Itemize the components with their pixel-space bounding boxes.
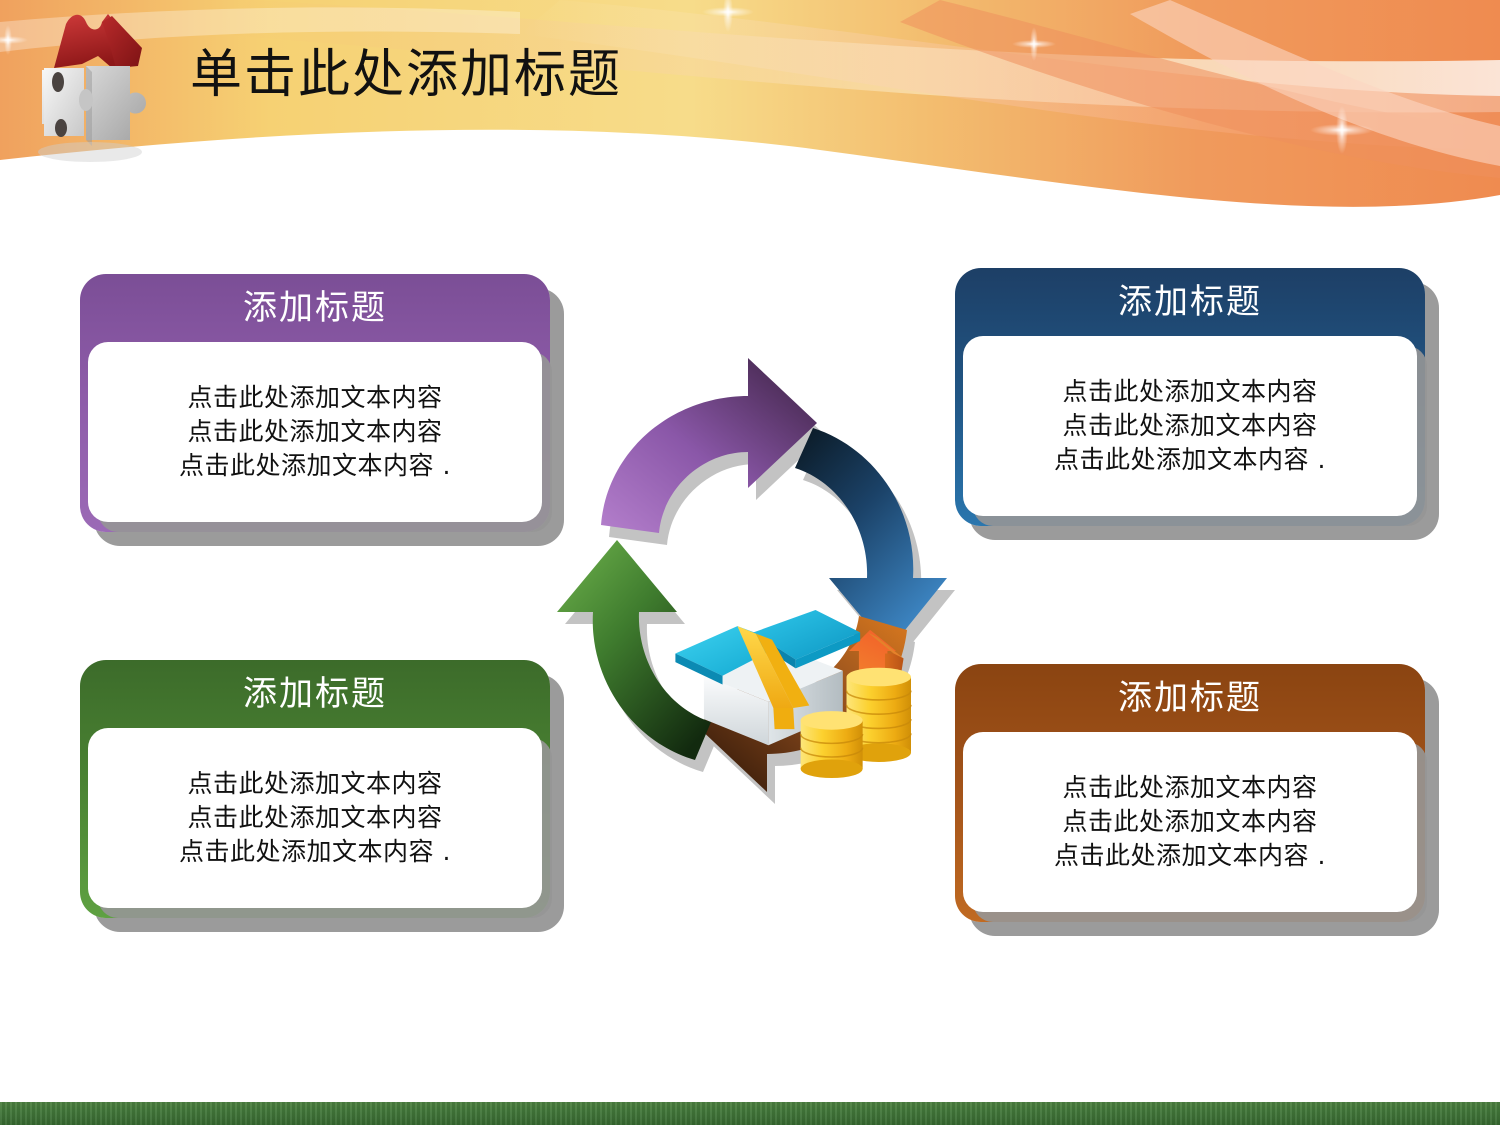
card-text-line: 点击此处添加文本内容	[187, 803, 443, 832]
card-text-line: 点击此处添加文本内容	[187, 417, 443, 446]
card-body: 点击此处添加文本内容 点击此处添加文本内容 点击此处添加文本内容 .	[88, 342, 542, 522]
card-title: 添加标题	[1118, 282, 1262, 322]
card-bottom-right[interactable]: 添加标题 点击此处添加文本内容 点击此处添加文本内容 点击此处添加文本内容 .	[955, 664, 1425, 922]
coin-stack-short	[799, 711, 864, 779]
card-text-line: 点击此处添加文本内容 .	[1054, 445, 1326, 474]
card-header: 添加标题	[955, 664, 1425, 732]
house-and-coins-icon	[675, 610, 912, 779]
card-text-line: 点击此处添加文本内容	[187, 383, 443, 412]
grass-strip	[0, 1102, 1500, 1125]
card-title: 添加标题	[1118, 678, 1262, 718]
card-text-line: 点击此处添加文本内容	[1062, 377, 1318, 406]
puzzle-house-logo-icon	[12, 6, 172, 171]
card-header: 添加标题	[80, 274, 550, 342]
purple-arrow	[601, 358, 817, 533]
card-header: 添加标题	[80, 660, 550, 728]
card-body: 点击此处添加文本内容 点击此处添加文本内容 点击此处添加文本内容 .	[963, 732, 1417, 912]
green-arrow	[557, 540, 711, 760]
card-text-line: 点击此处添加文本内容	[1062, 411, 1318, 440]
card-title: 添加标题	[243, 288, 387, 328]
card-top-right[interactable]: 添加标题 点击此处添加文本内容 点击此处添加文本内容 点击此处添加文本内容 .	[955, 268, 1425, 526]
card-body: 点击此处添加文本内容 点击此处添加文本内容 点击此处添加文本内容 .	[88, 728, 542, 908]
cycle-arrows-diagram: g[data-name="house-and-coins-icon"]{ tra…	[495, 330, 1015, 860]
card-header: 添加标题	[955, 268, 1425, 336]
header-banner	[0, 0, 1500, 232]
blue-arrow	[795, 428, 947, 650]
card-text-line: 点击此处添加文本内容	[1062, 807, 1318, 836]
card-text-line: 点击此处添加文本内容 .	[179, 451, 451, 480]
card-top-left[interactable]: 添加标题 点击此处添加文本内容 点击此处添加文本内容 点击此处添加文本内容 .	[80, 274, 550, 532]
card-text-line: 点击此处添加文本内容 .	[179, 837, 451, 866]
card-bottom-left[interactable]: 添加标题 点击此处添加文本内容 点击此处添加文本内容 点击此处添加文本内容 .	[80, 660, 550, 918]
card-body: 点击此处添加文本内容 点击此处添加文本内容 点击此处添加文本内容 .	[963, 336, 1417, 516]
card-text-line: 点击此处添加文本内容	[187, 769, 443, 798]
page-title: 单击此处添加标题	[190, 45, 623, 105]
card-title: 添加标题	[243, 674, 387, 714]
card-text-line: 点击此处添加文本内容 .	[1054, 841, 1326, 870]
card-text-line: 点击此处添加文本内容	[1062, 773, 1318, 802]
